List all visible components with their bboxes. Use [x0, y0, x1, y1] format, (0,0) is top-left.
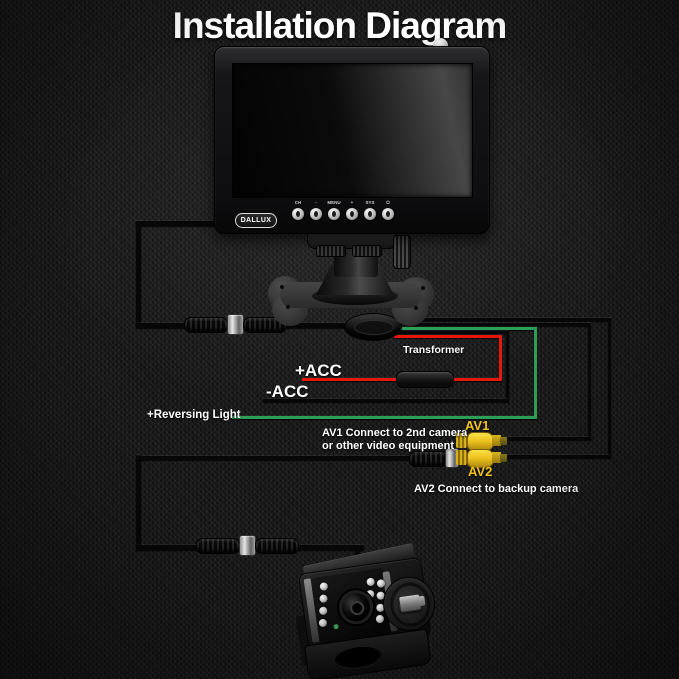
monitor-sys-button[interactable]: [364, 208, 376, 220]
mount-screw-hole: [280, 285, 284, 289]
monitor: DALLUX CH - MENU + SYS ⏻: [214, 46, 490, 234]
monitor-power-button[interactable]: [382, 208, 394, 220]
button-mark: [368, 211, 372, 217]
av2-rca-tip: [500, 454, 507, 462]
mount-screw-hole: [414, 306, 418, 310]
camera-connector-collar: [239, 535, 256, 556]
av2-note: AV2 Connect to backup camera: [414, 483, 579, 495]
stand-hinge-ridge: [316, 245, 346, 257]
fuse-holder: [396, 371, 454, 388]
camera-lens-ring: [349, 600, 366, 616]
mount-screw-hole: [421, 286, 425, 290]
page-title: Installation Diagram: [172, 5, 508, 46]
av1-note-line1: AV1 Connect to 2nd camera: [322, 427, 468, 439]
av1-rca-tip: [500, 437, 507, 445]
acc-positive-wire-top: [394, 335, 502, 338]
camera-4pin-plug: [409, 451, 449, 467]
stand-adjust-knob: [393, 235, 411, 269]
av2-cable-to-plug: [505, 455, 611, 458]
av2-tag: AV2: [468, 464, 493, 479]
button-mark: [332, 211, 336, 217]
av2-cable-right: [608, 318, 611, 458]
transformer-label: Transformer: [403, 344, 465, 356]
power-connector-collar: [227, 314, 244, 335]
reversing-wire-top: [394, 327, 537, 330]
monitor-minus-button[interactable]: [310, 208, 322, 220]
camera-cable-vertical: [136, 455, 141, 549]
av1-cable-to-plug: [505, 437, 591, 440]
backup-camera: [280, 539, 446, 679]
monitor-channel-button[interactable]: [292, 208, 304, 220]
acc-negative-wire-right: [506, 331, 509, 401]
reversing-light-label: +Reversing Light: [147, 409, 241, 421]
button-mark: [386, 211, 390, 217]
camera-cable-to-av2: [136, 456, 412, 460]
reversing-wire-run: [232, 416, 537, 419]
stand-hinge-ridge: [352, 245, 382, 257]
acc-negative-wire-top: [394, 331, 508, 334]
mount-screw-hole: [286, 305, 290, 309]
monitor-button-label: ⏻: [386, 200, 390, 205]
button-mark: [296, 211, 300, 217]
button-mark: [350, 211, 354, 217]
av1-tag: AV1: [465, 418, 490, 433]
button-mark: [314, 211, 318, 217]
mount-base-hole: [333, 644, 383, 671]
monitor-brand-logo: DALLUX: [235, 213, 277, 228]
camera-connector-right-barrel: [255, 538, 299, 554]
av1-cable-top: [394, 323, 591, 326]
acc-positive-wire-right: [499, 335, 502, 381]
monitor-button-bar: CH - MENU + SYS ⏻: [285, 200, 475, 230]
transformer-body-detail: [354, 320, 394, 335]
acc-negative-label: -ACC: [266, 382, 309, 401]
power-connector-left-barrel: [184, 317, 228, 333]
av1-note-line2: or other video equipment: [322, 440, 455, 452]
bracket-bolt-nub: [416, 595, 426, 607]
av1-note: AV1 Connect to 2nd camera or other video…: [322, 427, 467, 453]
reversing-wire-right: [534, 327, 537, 419]
monitor-cable-to-connector: [136, 323, 190, 328]
monitor-screen: [232, 63, 473, 198]
monitor-menu-button[interactable]: [328, 208, 340, 220]
acc-positive-label: +ACC: [295, 361, 342, 380]
monitor-cable-vertical: [136, 221, 141, 327]
monitor-plus-button[interactable]: [346, 208, 358, 220]
av1-cable-right: [588, 323, 591, 439]
av2-cable-top: [394, 318, 611, 321]
camera-connector-left-barrel: [196, 538, 240, 554]
